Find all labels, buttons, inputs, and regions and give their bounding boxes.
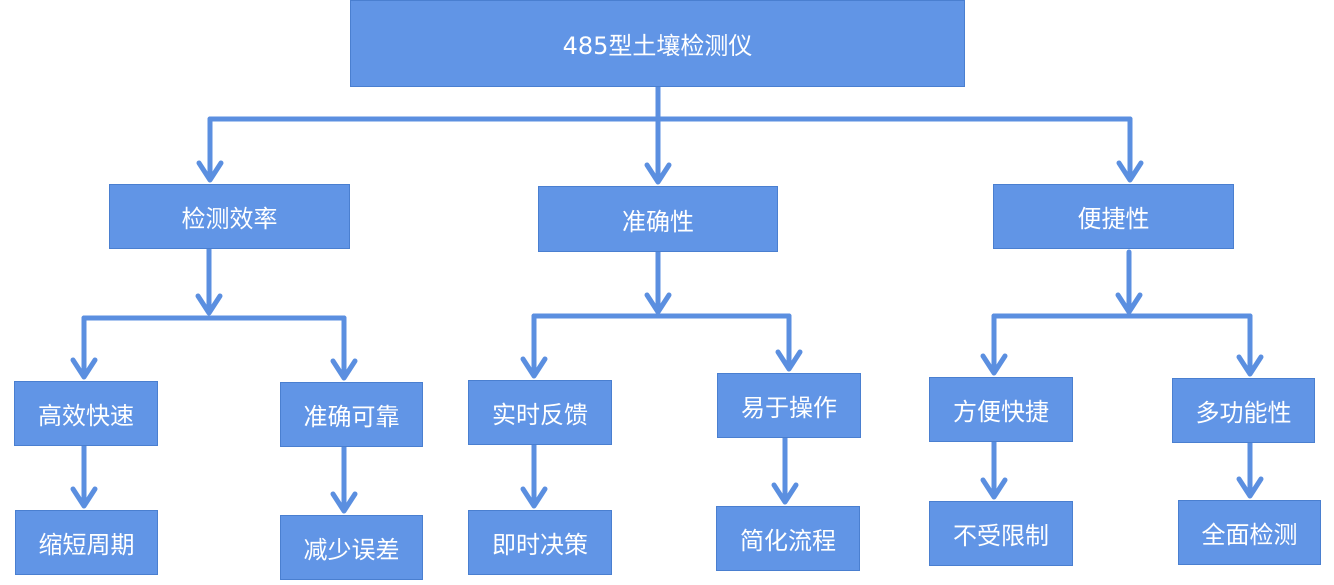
- arrowhead: [980, 353, 1008, 376]
- sub-node-a1: 高效快速: [14, 381, 158, 446]
- arrowhead: [520, 486, 548, 509]
- branch-node-accuracy: 准确性: [538, 186, 778, 252]
- branch-node-convenience: 便捷性: [993, 184, 1234, 249]
- arrowhead: [1236, 476, 1264, 499]
- detail-node-c2: 全面检测: [1178, 500, 1321, 565]
- sub-node-c2: 多功能性: [1172, 378, 1315, 443]
- branch-node-detection-efficiency: 检测效率: [109, 184, 350, 249]
- detail-node-c1: 不受限制: [929, 501, 1073, 566]
- arrowhead: [330, 491, 358, 514]
- arrowhead: [1115, 292, 1143, 315]
- sub-node-b2: 易于操作: [717, 373, 861, 438]
- sub-node-b1: 实时反馈: [468, 380, 612, 445]
- arrowhead: [520, 356, 548, 379]
- arrowhead: [196, 160, 224, 183]
- arrowhead: [775, 349, 803, 372]
- arrowhead: [644, 292, 672, 315]
- arrowhead: [980, 477, 1008, 500]
- arrowhead: [195, 293, 223, 316]
- sub-node-c1: 方便快捷: [929, 377, 1073, 442]
- arrowhead: [771, 482, 799, 505]
- arrowhead: [1116, 160, 1144, 183]
- detail-node-b1: 即时决策: [468, 510, 612, 575]
- arrowhead: [644, 162, 672, 185]
- arrowhead: [1236, 354, 1264, 377]
- detail-node-a2: 减少误差: [280, 515, 423, 580]
- arrowhead: [330, 358, 358, 381]
- arrowhead: [70, 486, 98, 509]
- sub-node-a2: 准确可靠: [280, 382, 423, 447]
- detail-node-b2: 简化流程: [716, 506, 860, 571]
- arrowhead: [70, 357, 98, 380]
- root-node: 485型土壤检测仪: [350, 0, 965, 87]
- detail-node-a1: 缩短周期: [15, 510, 158, 575]
